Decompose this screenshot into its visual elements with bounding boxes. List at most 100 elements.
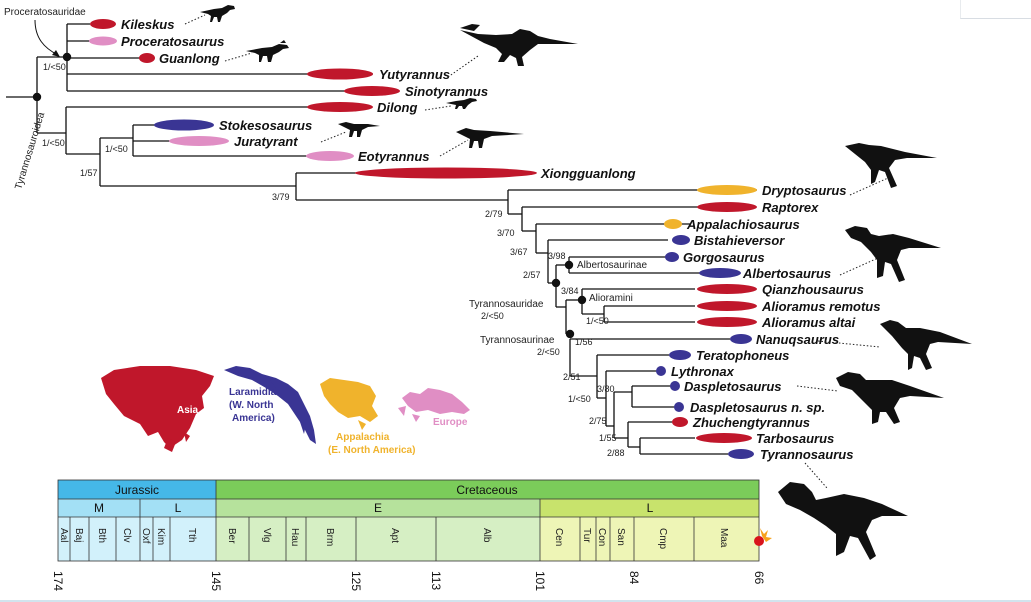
range-juratyrant — [169, 136, 229, 146]
taxon-label: Daspletosaurus n. sp. — [690, 400, 825, 415]
taxon-label: Alioramus remotus — [761, 299, 880, 314]
range-zhuchengtyrannus — [672, 417, 688, 427]
epoch-middle-jurassic: M — [94, 501, 104, 515]
range-sinotyrannus — [344, 86, 400, 96]
taxon-label: Albertosaurus — [742, 266, 831, 281]
taxon-label: Nanuqsaurus — [756, 332, 839, 347]
region-label-europe: Europe — [433, 417, 468, 428]
stage-label: Clv — [121, 528, 132, 542]
dilong-silhouette-icon — [446, 98, 477, 109]
support-value: 2/51 — [563, 372, 581, 382]
support-value: 2/79 — [485, 209, 503, 219]
support-values: 1/<50 1/<50 1/<50 1/57 3/79 2/79 3/70 3/… — [42, 62, 625, 458]
window-frame-corner — [960, 0, 1031, 19]
stage-label: Apt — [389, 528, 400, 543]
guanlong-silhouette-icon — [246, 40, 289, 62]
range-gorgosaurus — [665, 252, 679, 262]
laramidia-landmass — [224, 366, 316, 444]
support-value: 1/<50 — [586, 316, 609, 326]
region-label-appalachia-line2: (E. North America) — [328, 445, 415, 456]
silhouette-leaders — [184, 14, 889, 489]
stage-label: Maa — [718, 528, 729, 548]
taxon-label: Kileskus — [121, 17, 174, 32]
time-tick-labels: 174 145 125 113 101 84 66 — [51, 571, 766, 591]
range-lythronax — [656, 366, 666, 376]
taxon-label: Tarbosaurus — [756, 431, 834, 446]
range-eotyrannus — [306, 151, 354, 161]
stage-label: San — [615, 528, 626, 546]
tick-label: 125 — [349, 571, 363, 591]
support-value: 2/<50 — [481, 311, 504, 321]
stratigraphic-ranges — [89, 19, 757, 459]
tick-label: 113 — [429, 571, 443, 590]
proceratosauridae-arrow — [34, 19, 59, 56]
taxon-label: Raptorex — [762, 200, 819, 215]
stage-label: Con — [596, 528, 607, 546]
paleogeographic-map: Asia Laramidia (W. North America) Appala… — [101, 366, 470, 456]
range-albertosaurus — [699, 268, 741, 278]
support-value: 2/<50 — [537, 347, 560, 357]
taxon-label: Guanlong — [159, 51, 220, 66]
support-value: 3/79 — [272, 192, 290, 202]
appalachia-landmass — [320, 378, 378, 422]
support-value: 2/57 — [523, 270, 541, 280]
support-value: 1/<50 — [42, 138, 65, 148]
epoch-late-cretaceous: L — [647, 501, 654, 515]
stage-label: Oxf — [140, 528, 151, 544]
region-label-laramidia: Laramidia — [229, 387, 277, 398]
range-bistahieversor — [672, 235, 690, 245]
albertosaurus-silhouette-icon — [845, 226, 941, 282]
support-value: 1/55 — [599, 433, 617, 443]
support-value: 3/98 — [548, 251, 566, 261]
range-tarbosaurus — [696, 433, 752, 443]
daspletosaurus-silhouette-icon — [836, 372, 944, 424]
taxon-label: Proceratosaurus — [121, 34, 224, 49]
stage-label: Aal — [58, 528, 69, 542]
epoch-late-jurassic: L — [175, 501, 182, 515]
stage-labels: Aal Baj Bth Clv Oxf Kim Tth Ber Vlg Hau … — [58, 528, 729, 550]
range-teratophoneus — [669, 350, 691, 360]
range-yutyrannus — [307, 68, 373, 80]
clade-label-tyrannosauroidea: Tyrannosauroidea — [13, 111, 47, 191]
support-value: 3/84 — [561, 286, 579, 296]
range-stokesosaurus — [154, 119, 214, 131]
range-guanlong — [139, 53, 155, 63]
europe-landmass — [402, 388, 470, 414]
support-value: 2/88 — [607, 448, 625, 458]
range-dilong — [307, 102, 373, 112]
range-alioramus-remotus — [697, 301, 757, 311]
asia-landmass — [101, 366, 214, 448]
stage-label: Cen — [553, 528, 564, 546]
support-value: 1/56 — [575, 337, 593, 347]
stage-label: Tth — [186, 528, 197, 542]
range-xiongguanlong — [355, 167, 537, 179]
taxon-label: Tyrannosaurus — [760, 447, 853, 462]
range-qianzhousaurus — [697, 284, 757, 294]
taxon-label: Bistahieversor — [694, 233, 785, 248]
taxon-label: Gorgosaurus — [683, 250, 765, 265]
clade-label-tyrannosaurinae: Tyrannosaurinae — [480, 335, 555, 346]
dryptosaurus-silhouette-icon — [845, 143, 937, 188]
range-appalachiosaurus — [664, 219, 682, 229]
range-nanuqsaurus — [730, 334, 752, 344]
tick-label: 84 — [627, 571, 641, 585]
range-dryptosaurus — [697, 185, 757, 195]
epoch-early-cretaceous: E — [374, 501, 382, 515]
range-alioramus-altai — [697, 317, 757, 327]
region-label-asia: Asia — [177, 405, 199, 416]
taxon-label: Stokesosaurus — [219, 118, 312, 133]
extinction-flare-icon — [760, 528, 772, 542]
taxon-label: Qianzhousaurus — [762, 282, 864, 297]
taxon-label: Daspletosaurus — [684, 379, 782, 394]
tyrannosaurus-silhouette-icon — [778, 482, 908, 560]
clade-label-alioramini: Alioramini — [589, 293, 633, 304]
geologic-timescale: Jurassic Cretaceous M L E L — [51, 479, 772, 591]
stage-label: Ber — [226, 528, 237, 544]
taxon-label: Eotyrannus — [358, 149, 430, 164]
range-kileskus — [90, 19, 116, 29]
region-label-laramidia-line3: America) — [232, 413, 275, 424]
stage-label: Hau — [289, 528, 300, 546]
tick-label: 145 — [209, 571, 223, 591]
taxon-label: Yutyrannus — [379, 67, 450, 82]
support-value: 1/57 — [80, 168, 98, 178]
